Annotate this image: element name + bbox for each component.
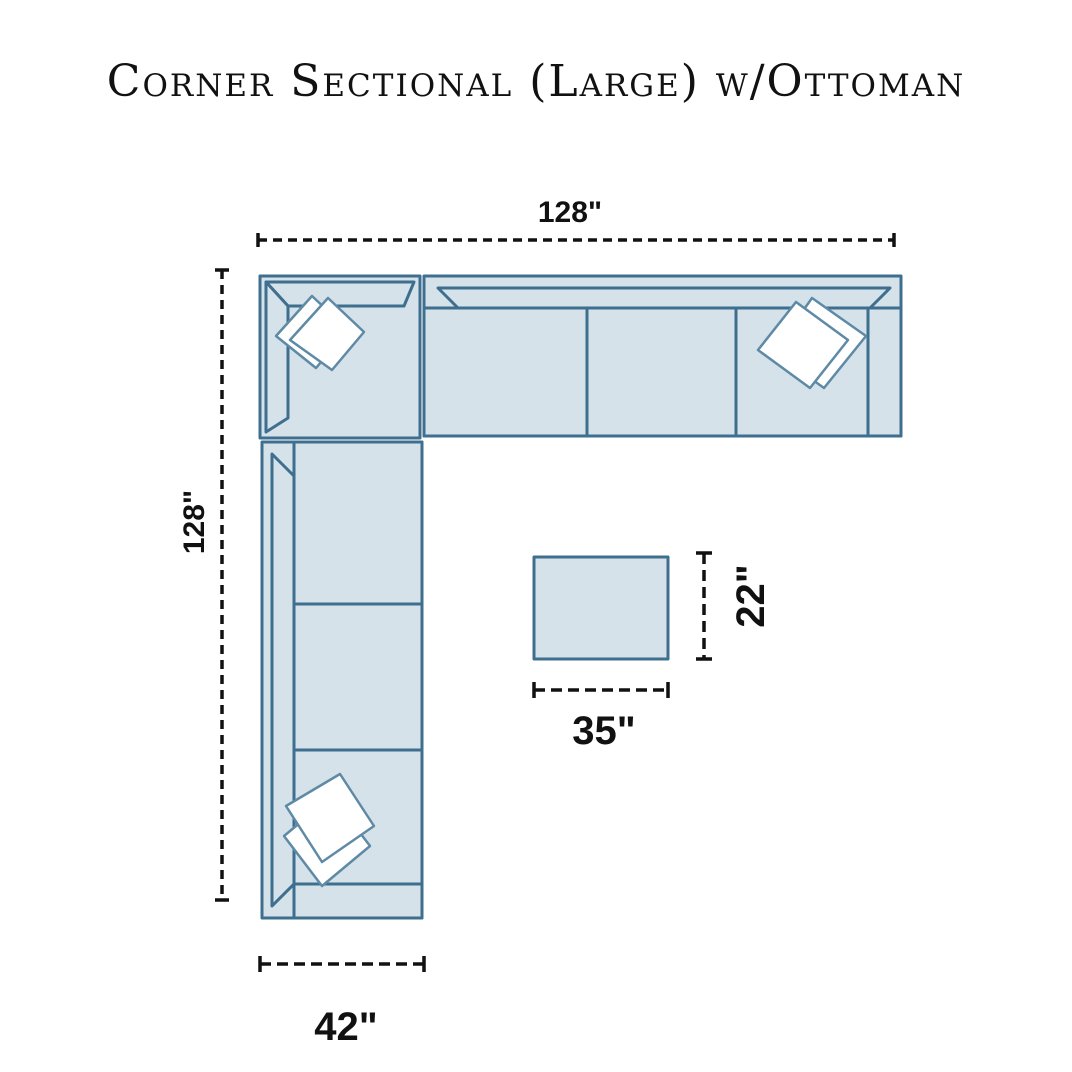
right-end-pillows (756, 296, 868, 390)
right-seat-cushion-2 (585, 306, 738, 438)
right-sofa-arm (866, 306, 903, 438)
ottoman-depth-dimension-line (696, 551, 712, 661)
depth-label: 128" (178, 490, 211, 554)
left-seat-cushion-1 (292, 440, 424, 606)
left-end-pillows (282, 772, 376, 888)
diagram-title: Corner Sectional (Large) w/Ottoman (106, 56, 966, 107)
ottoman-width-dimension-line (532, 682, 670, 698)
pillow-icon (288, 296, 366, 372)
pillow-icon (284, 772, 376, 864)
ottoman-width-label: 35" (572, 709, 635, 753)
corner-back-left (264, 280, 290, 434)
left-seat-cushion-2 (292, 602, 424, 752)
arm-depth-dimension-line (258, 956, 426, 972)
corner-back-top (264, 280, 416, 308)
right-seat-cushion-1 (422, 306, 589, 438)
ottoman (532, 555, 670, 661)
corner-pillows (274, 294, 366, 372)
pillow-icon (756, 300, 850, 390)
left-sofa-arm (292, 882, 424, 920)
ottoman-depth-label: 22" (729, 564, 773, 627)
width-dimension-line (256, 233, 896, 247)
width-label: 128" (538, 196, 602, 229)
depth-dimension-line (215, 268, 229, 902)
arm-depth-label: 42" (314, 1005, 377, 1049)
